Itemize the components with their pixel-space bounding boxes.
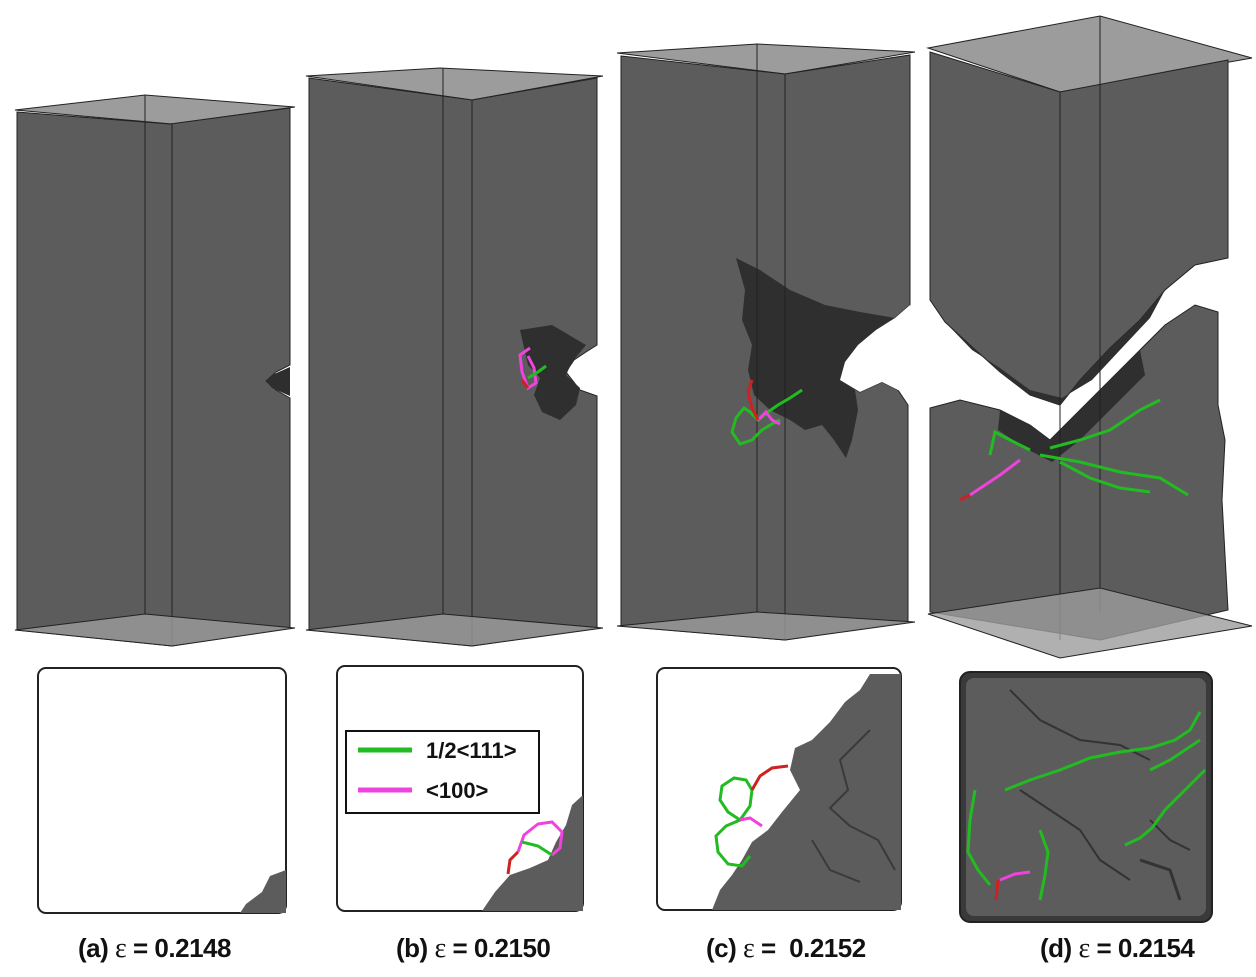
caption-a-symbol: ε — [115, 933, 127, 964]
panel-d-section-dislocation-111-d — [966, 789, 992, 886]
panel-a-solid — [16, 107, 291, 647]
panel-d-dislocation-111-b — [1049, 398, 1161, 450]
panel-d-3d-sample — [926, 15, 1253, 659]
panel-d-bottom-cap — [927, 587, 1253, 659]
legend-label-100: <100> — [426, 778, 488, 803]
panel-b-crack-surface — [520, 325, 586, 420]
panel-d-top-cap — [926, 15, 1253, 93]
panel-d-dislocation-111-a — [1039, 453, 1189, 497]
panel-a-cross-section — [37, 667, 287, 914]
panel-a-bottom-cap — [14, 613, 296, 647]
legend-box — [345, 730, 540, 814]
panel-c-section-dislocation-111 — [714, 776, 754, 868]
panel-b-section-dislocation-100 — [516, 820, 564, 857]
panel-d-section-dislocation-111-b — [1149, 738, 1201, 772]
caption-d-symbol: ε — [1078, 933, 1090, 964]
panel-b-top-cap — [305, 67, 604, 101]
legend: 1/2<111> <100> — [345, 730, 540, 814]
panel-c-section-crack-surface — [712, 674, 901, 910]
panel-b-dislocation-111 — [527, 364, 547, 380]
panel-d-lower-fracture-surface — [998, 350, 1145, 462]
panel-a-3d-sample — [14, 94, 296, 647]
panel-d-section-dislocation-100 — [999, 870, 1031, 882]
panel-c-top-cap — [616, 43, 916, 75]
panel-a-notch — [266, 367, 290, 396]
panel-a-top-cap — [14, 94, 296, 125]
panel-d-upper-fracture-surface — [945, 290, 1165, 405]
panel-d-cross-section — [959, 671, 1213, 923]
panel-d-section-dislocation-111-c — [1124, 768, 1207, 847]
caption-d: (d) ε = 0.2154 — [1040, 933, 1195, 964]
panel-c-section-junction — [750, 764, 789, 791]
caption-b-symbol: ε — [434, 933, 446, 964]
panel-c-junction — [746, 379, 760, 421]
panel-c-3d-sample — [616, 43, 916, 641]
panel-d-dislocation-100 — [969, 458, 1021, 497]
panel-c-section-dislocation-100 — [739, 816, 763, 828]
panel-d-section-junction — [994, 879, 1000, 901]
panel-b-junction — [520, 379, 530, 389]
caption-c: (c) ε = 0.2152 — [706, 933, 866, 964]
panel-c-dislocation-100 — [756, 409, 781, 426]
panel-d-section-dislocation-111-a — [1004, 711, 1202, 792]
panel-b-3d-sample — [305, 67, 604, 647]
panel-b-section-dislocation-111 — [521, 840, 553, 857]
panel-d-dislocation-111-c — [1059, 460, 1151, 494]
panel-d-junction — [959, 493, 971, 502]
legend-label-111: 1/2<111> — [426, 738, 517, 763]
panel-b-bottom-cap — [305, 613, 604, 647]
panel-c-bottom-cap — [616, 611, 916, 641]
panel-b-section-junction — [506, 850, 520, 875]
caption-c-symbol: ε — [743, 933, 755, 964]
panel-c-dislocation-111 — [730, 388, 803, 446]
panel-d-section-dislocation-111-e — [1038, 829, 1050, 901]
panel-d-dislocation-111-d — [988, 429, 1031, 456]
caption-b: (b) ε = 0.2150 — [396, 933, 551, 964]
panel-c-cross-section — [656, 667, 902, 911]
caption-a: (a) ε = 0.2148 — [78, 933, 231, 964]
